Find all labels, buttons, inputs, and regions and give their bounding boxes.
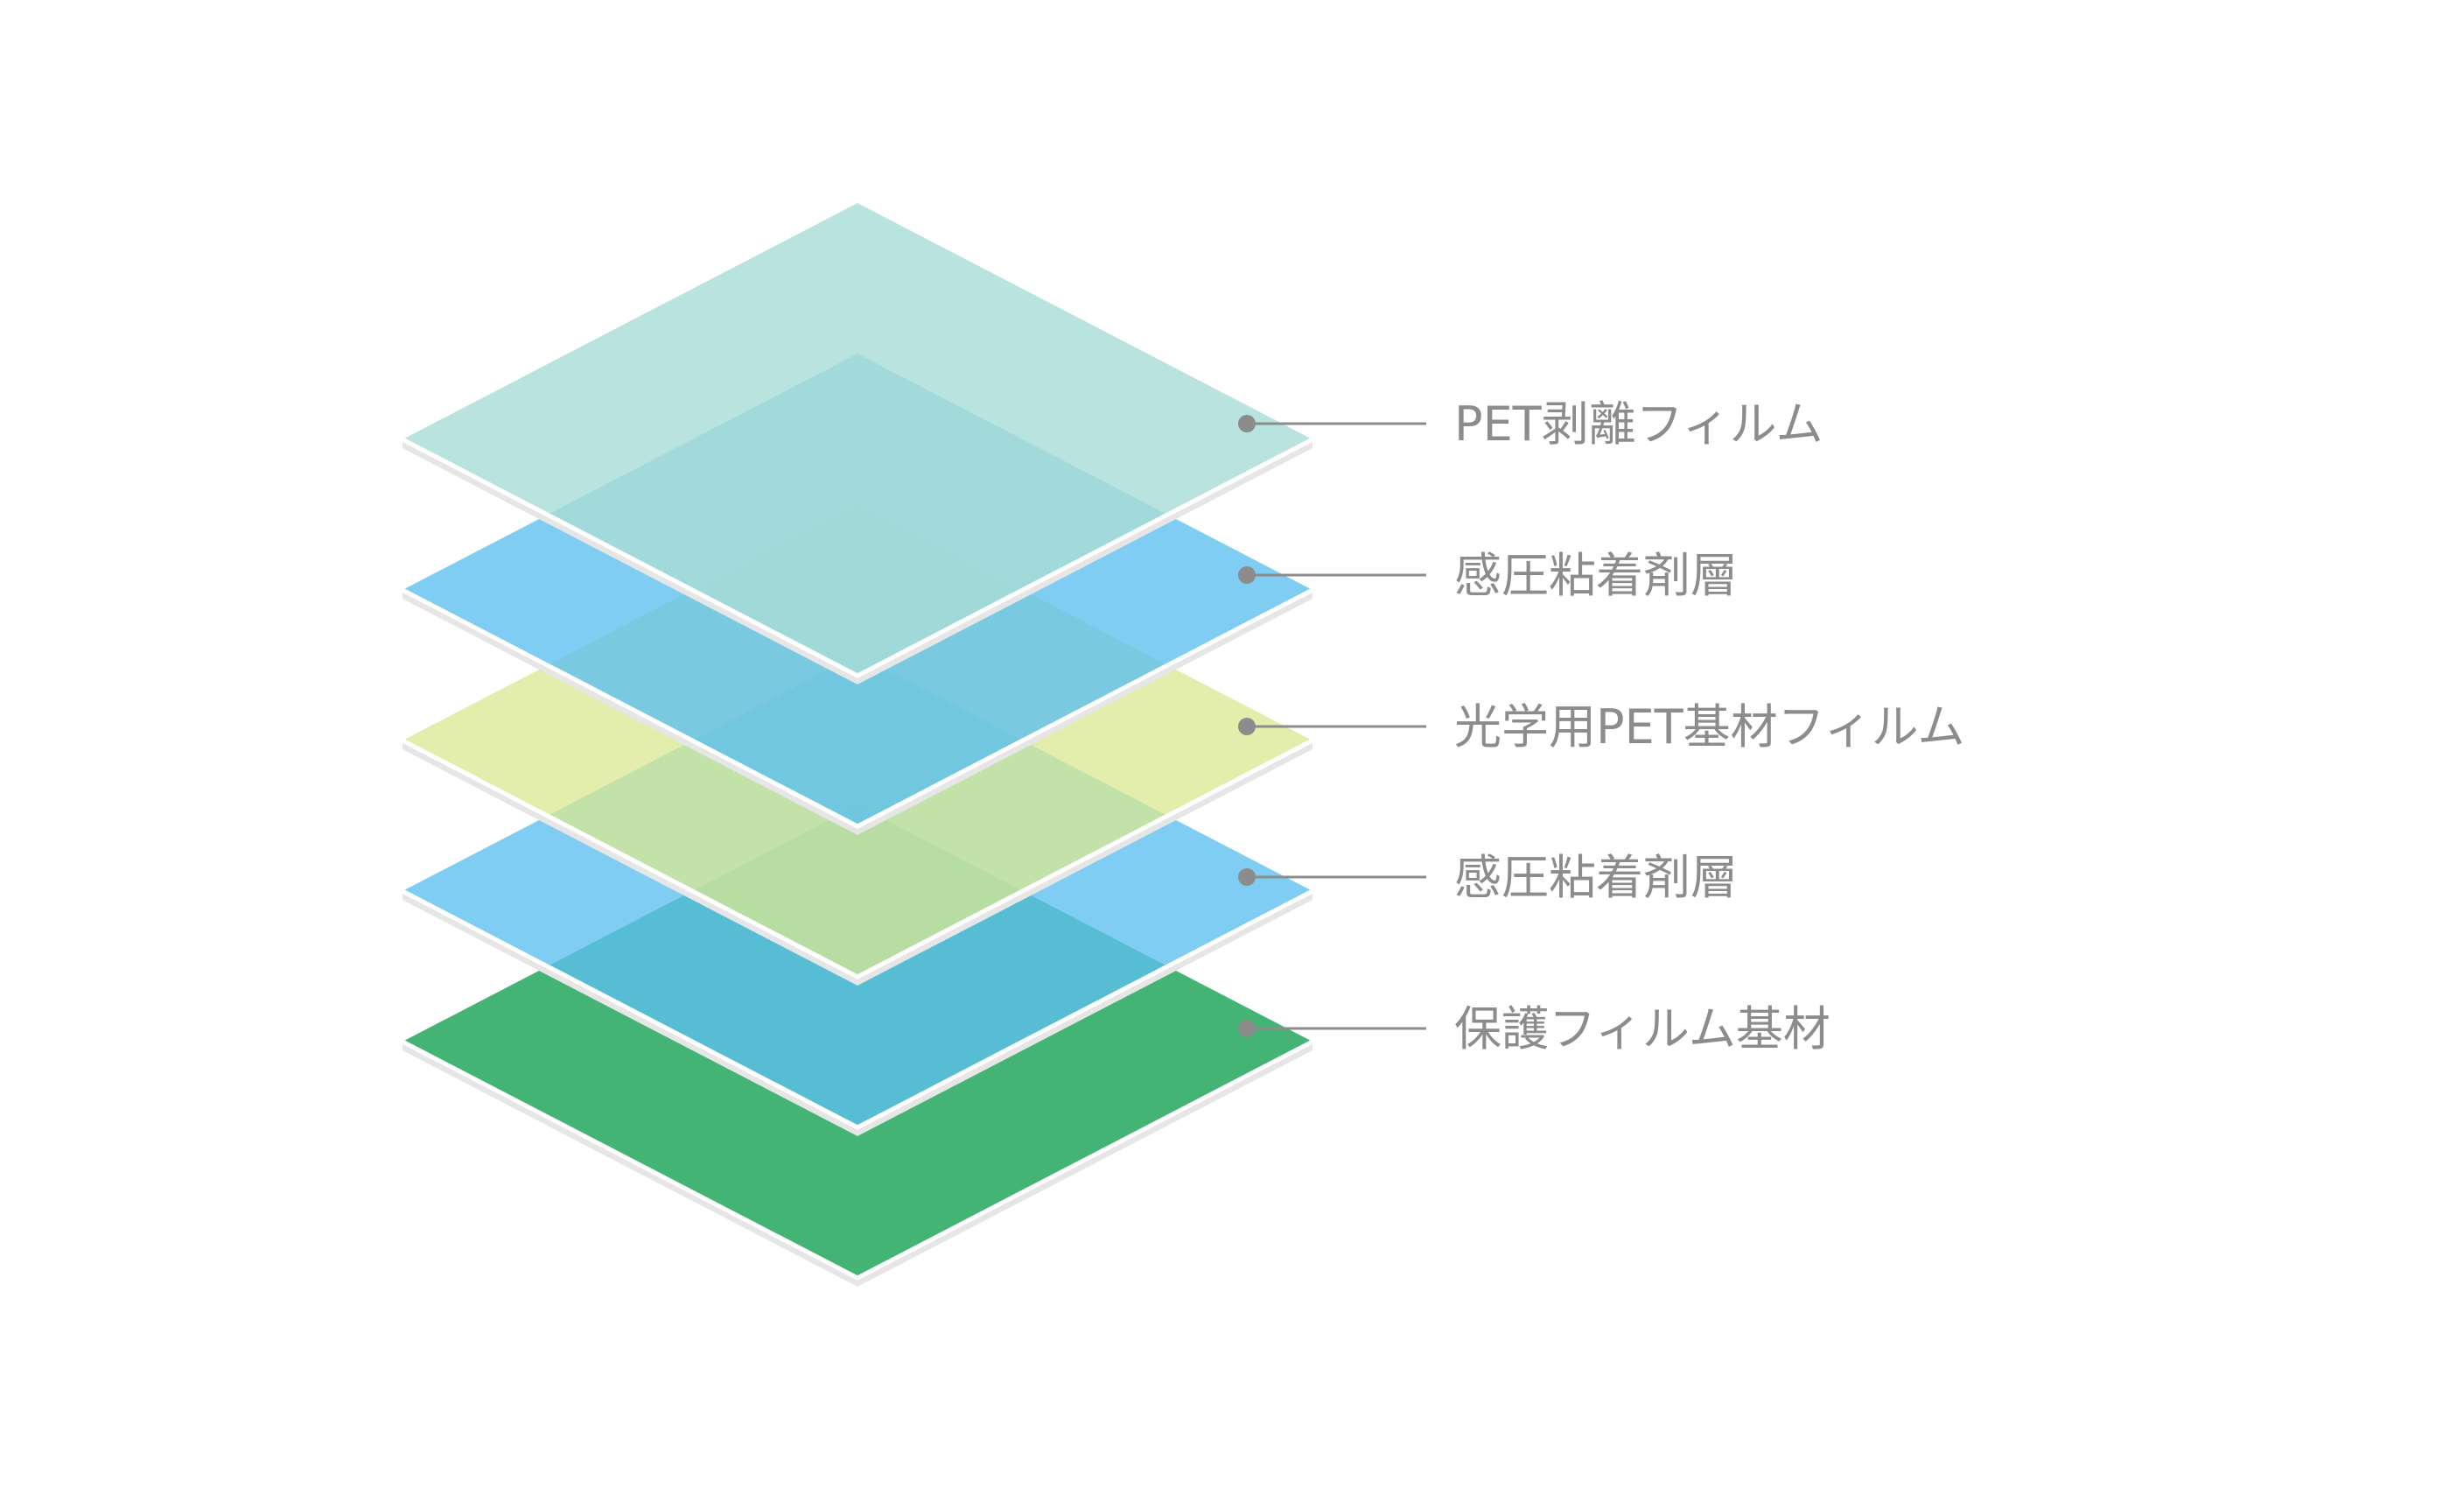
layer-label-2: 感圧粘着剤層 — [1238, 548, 1738, 603]
layers-group — [401, 203, 1314, 1287]
leader-dot-5 — [1238, 1020, 1256, 1037]
layer-highlight-2 — [401, 587, 1314, 829]
leader-dot-1 — [1238, 415, 1256, 432]
layer-highlight-4 — [401, 888, 1314, 1130]
layer-highlight-1 — [401, 437, 1314, 678]
layer-label-text-5: 保護フィルム基材 — [1454, 1001, 1830, 1056]
leader-dot-2 — [1238, 566, 1256, 584]
layer-label-1: PET剥離フィルム — [1238, 397, 1824, 452]
layer-label-5: 保護フィルム基材 — [1238, 1001, 1830, 1056]
leader-dot-3 — [1238, 718, 1256, 735]
layer-label-text-2: 感圧粘着剤層 — [1454, 548, 1738, 603]
layer-label-4: 感圧粘着剤層 — [1238, 850, 1738, 905]
layer-label-text-4: 感圧粘着剤層 — [1454, 850, 1738, 905]
layer-highlight-5 — [401, 1039, 1314, 1281]
layer-label-3: 光学用PET基材フィルム — [1238, 699, 1965, 755]
layer-highlight-3 — [401, 738, 1314, 979]
leader-dot-4 — [1238, 868, 1256, 886]
labels-group: PET剥離フィルム 感圧粘着剤層 光学用PET基材フィルム 感圧粘着剤層 保護フ… — [1238, 397, 1965, 1056]
layer-label-text-1: PET剥離フィルム — [1454, 397, 1824, 452]
layer-label-text-3: 光学用PET基材フィルム — [1454, 699, 1965, 755]
